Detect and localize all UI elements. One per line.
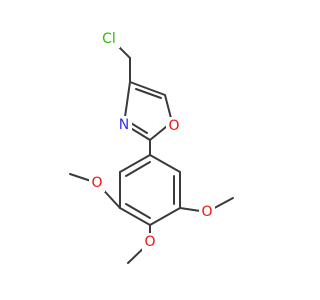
atom-methoxy-oxygen-right: O — [201, 204, 212, 220]
bond-c4-c5-inner — [135, 88, 162, 99]
atom-ring-oxygen: O — [168, 118, 179, 134]
bond-ar1-ar2 — [149, 154, 181, 173]
bond-ar4-ar5 — [119, 207, 151, 226]
atom-nitrogen: N — [119, 117, 129, 133]
atom-chlorine: Cl — [102, 31, 116, 47]
bond-ar6-ar1 — [119, 154, 151, 173]
bond-ar6-ar1-inner — [125, 161, 151, 177]
bond-ar3-ar4 — [149, 207, 181, 226]
atom-methoxy-oxygen-bottom: O — [144, 234, 155, 250]
bond-c4-c5 — [129, 81, 166, 96]
bond-ar4-ar5-inner — [125, 203, 151, 219]
atom-methoxy-oxygen-left: O — [91, 175, 102, 191]
structure-canvas: Cl N O O O O — [69, 30, 234, 264]
molecule-diagram: Cl N O O O O — [69, 30, 234, 264]
